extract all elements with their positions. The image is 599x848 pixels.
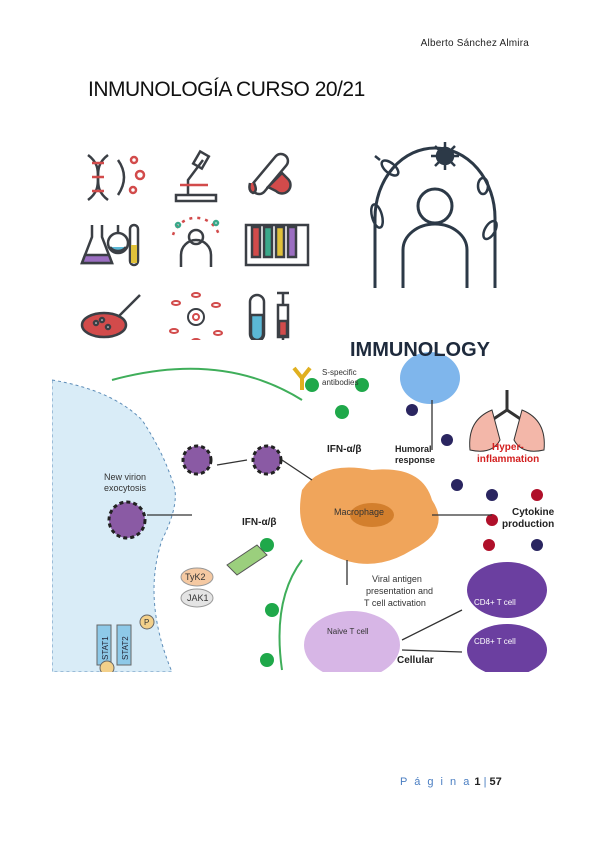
page-number: 1 (474, 776, 481, 788)
diagram-heading: IMMUNOLOGY (350, 340, 491, 361)
document-title: INMUNOLOGÍA CURSO 20/21 (88, 78, 365, 101)
author-name: Alberto Sánchez Almira (420, 38, 529, 49)
label-humoral-2: response (395, 455, 435, 465)
label-p: P (144, 618, 149, 627)
naive-t-cell (304, 611, 400, 672)
virion (181, 444, 213, 476)
label-cd4: CD4+ T cell (474, 598, 516, 607)
test-tube-rack-icon (244, 223, 310, 267)
label-humoral-1: Humoral (395, 444, 432, 454)
flasks-icon (80, 223, 140, 267)
label-hyper-2: inflammation (477, 454, 539, 465)
cells-virus-icon (169, 292, 223, 344)
label-viral-1: Viral antigen (372, 574, 422, 584)
label-stat2: STAT2 (121, 636, 130, 660)
immunology-diagram: IMMUNOLOGY S-specific antibodies IFN-α/β… (52, 340, 562, 672)
page-word: P á g i n a (400, 776, 472, 788)
cd4-t-cell (467, 562, 547, 618)
person-pathogens-illustration (370, 142, 498, 288)
label-cytokine-2: production (502, 519, 554, 530)
bacteria-icon (370, 155, 498, 241)
label-jak1: JAK1 (187, 593, 209, 603)
label-ifn-left: IFN-α/β (242, 517, 276, 528)
science-icons-illustration (80, 149, 310, 345)
label-ifn-top: IFN-α/β (327, 444, 361, 455)
page-footer: P á g i n a 1 | 57 (400, 776, 502, 788)
virion (107, 500, 147, 540)
label-tyk2: TyK2 (185, 572, 206, 582)
label-new-virion-1: New virion (104, 472, 146, 482)
label-cytokine-1: Cytokine (512, 507, 555, 518)
dna-icon (87, 154, 146, 201)
label-hyper-1: Hyper- (492, 442, 524, 453)
shield-outline (373, 146, 497, 288)
lungs-icon (469, 390, 545, 452)
label-cd8: CD8+ T cell (474, 637, 516, 646)
cd8-t-cell (467, 624, 547, 672)
label-antibodies: antibodies (322, 378, 358, 387)
microscope-icon (174, 149, 218, 203)
label-cellular-1: Cellular (397, 655, 434, 666)
label-viral-3: T cell activation (364, 598, 426, 608)
label-naive-t-cell: Naive T cell (327, 627, 369, 636)
label-new-virion-2: exocytosis (104, 483, 147, 493)
label-viral-2: presentation and (366, 586, 433, 596)
label-stat1: STAT1 (101, 636, 110, 660)
test-tube-syringe-icon (248, 291, 290, 345)
label-macrophage: Macrophage (334, 507, 384, 517)
label-s-specific: S-specific (322, 368, 357, 377)
petri-dish-icon (80, 294, 141, 339)
page-total: 57 (489, 776, 502, 788)
b-cell (400, 352, 460, 404)
page-separator: | (483, 776, 487, 788)
virus-icon (431, 142, 459, 170)
test-tube-icon (248, 152, 292, 196)
patient-virus-icon (171, 216, 221, 267)
virion (251, 444, 283, 476)
